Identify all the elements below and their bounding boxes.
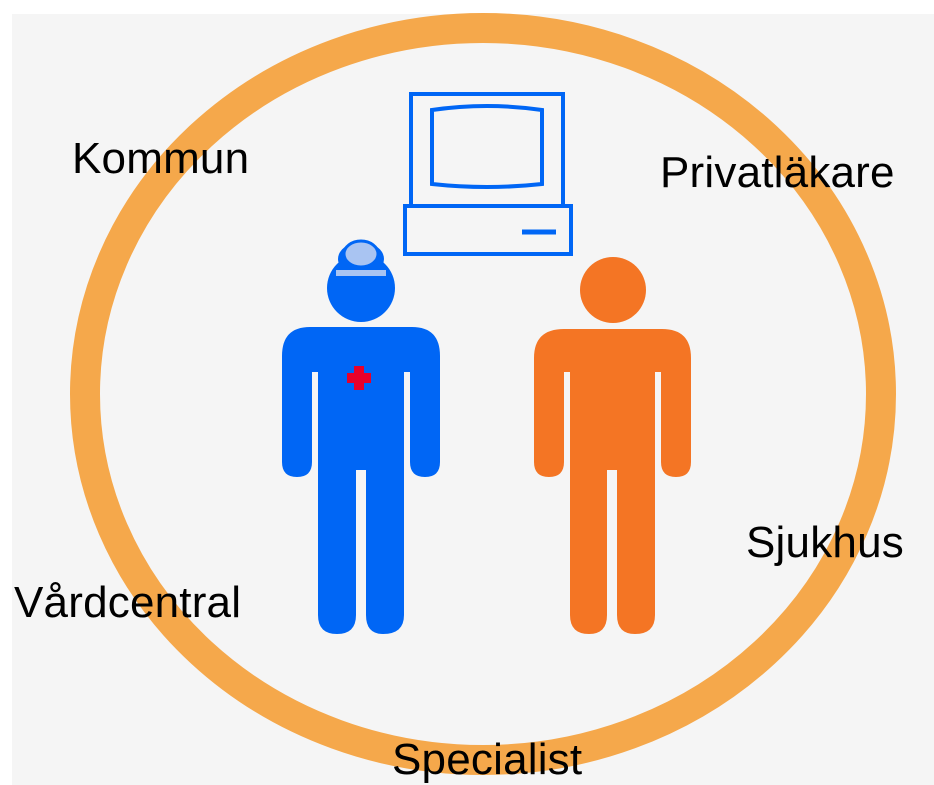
- patient-figure-icon: [534, 257, 691, 634]
- label-kommun: Kommun: [72, 134, 250, 183]
- doctor-figure-icon: [282, 239, 440, 634]
- label-vardcentral: Vårdcentral: [14, 578, 242, 627]
- label-privatlakare: Privatläkare: [660, 148, 895, 197]
- label-specialist: Specialist: [392, 735, 583, 784]
- medical-cross-icon: [347, 366, 371, 390]
- computer-monitor-icon: [403, 92, 573, 256]
- ring-shape: [70, 13, 896, 775]
- label-sjukhus: Sjukhus: [746, 518, 904, 567]
